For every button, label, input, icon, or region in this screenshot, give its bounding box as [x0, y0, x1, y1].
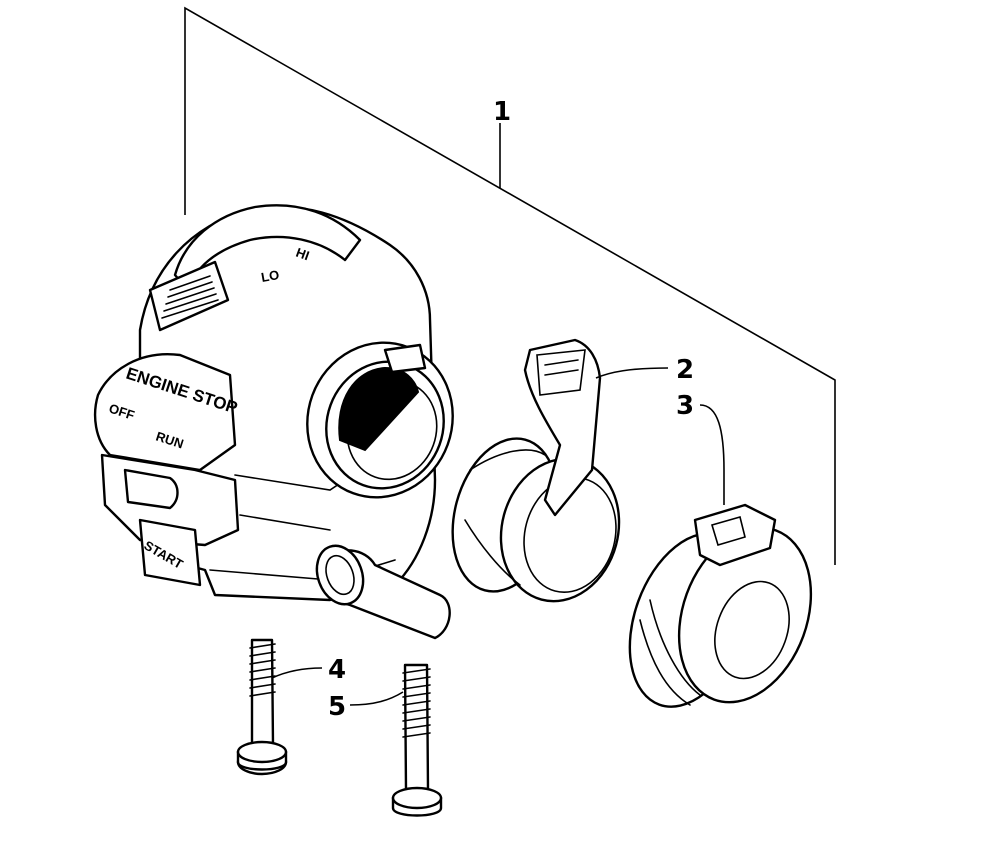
assembly-bracket	[184, 6, 836, 565]
screw-short-threads	[249, 643, 276, 697]
screw-long	[391, 663, 443, 817]
callout-1: 1	[493, 97, 511, 127]
lo-label: LO	[260, 267, 280, 285]
hi-label: HI	[294, 245, 311, 264]
callout-3: 3	[676, 391, 694, 421]
switch-housing	[93, 204, 454, 640]
screw-short	[236, 638, 288, 776]
callout-2: 2	[676, 355, 694, 385]
callouts: 1 2 3 4 5	[328, 97, 694, 722]
lever-housing	[628, 503, 813, 708]
callout-4: 4	[328, 655, 346, 685]
callout-5: 5	[328, 692, 346, 722]
throttle-lever	[451, 338, 621, 603]
grip-hatching	[161, 275, 219, 319]
leader-lines	[271, 367, 725, 706]
screw-long-threads	[402, 668, 431, 738]
